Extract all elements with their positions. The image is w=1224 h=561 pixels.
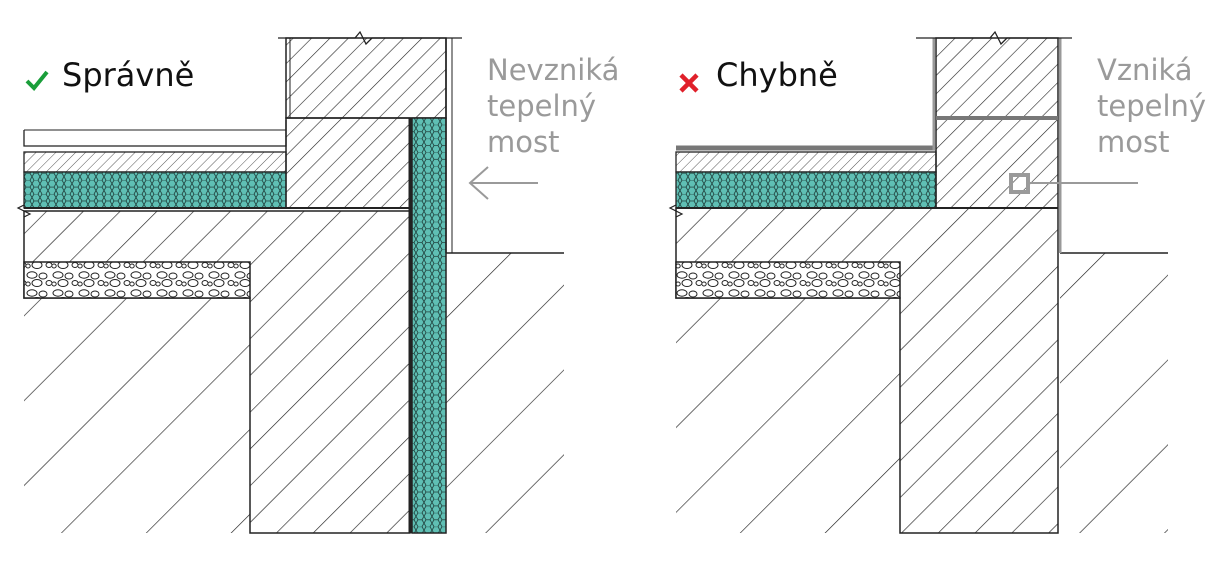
arrow-left-icon (468, 166, 538, 200)
note-line: tepelný (1097, 89, 1207, 123)
verdict-correct-label: Správně (62, 56, 195, 94)
soil-inside (676, 298, 900, 533)
note-line: most (1097, 125, 1170, 159)
detail-wrong (668, 30, 1168, 534)
floor-screed (675, 151, 937, 173)
floor-insulation (23, 171, 287, 209)
cross-icon (678, 64, 700, 102)
floor-insulation (675, 171, 937, 209)
gravel-layer (23, 261, 251, 299)
wall-masonry (285, 37, 447, 119)
wall-base-block (285, 117, 411, 209)
detail-correct (16, 30, 564, 534)
floor-screed (23, 151, 287, 173)
soil-outside (446, 253, 564, 533)
note-line: Vzniká (1097, 53, 1193, 87)
note-line: most (487, 125, 560, 159)
verdict-wrong-label: Chybně (716, 56, 838, 94)
gravel-layer (675, 261, 901, 299)
note-line: tepelný (487, 89, 597, 123)
note-line: Nevzniká (487, 53, 620, 87)
soil-outside (1060, 253, 1168, 533)
note-wrong: Vzniká tepelný most (1097, 52, 1206, 160)
soil-inside (24, 298, 250, 533)
note-correct: Nevzniká tepelný most (487, 52, 619, 160)
wall-masonry (935, 37, 1059, 119)
wall-base-block (935, 117, 1059, 209)
perimeter-insulation (411, 117, 447, 534)
check-icon (24, 62, 50, 100)
